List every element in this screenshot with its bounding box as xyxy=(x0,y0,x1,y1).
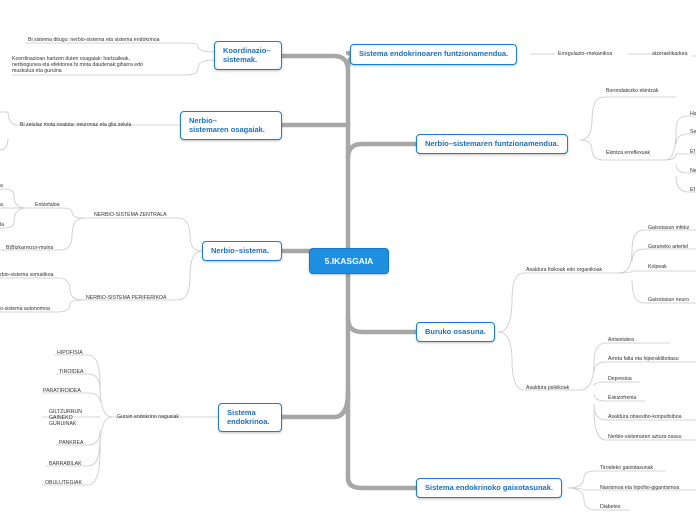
topic-koordinazio-sistemak[interactable]: Koordinazio– sistemak. xyxy=(214,41,282,70)
label-asaldura-psikikoak: Asaldura psikikoak xyxy=(526,385,570,391)
trunk-line xyxy=(345,257,419,491)
link-line xyxy=(664,115,696,161)
label-fisiko-item: Kolpeak xyxy=(648,264,667,270)
link-line xyxy=(56,373,101,391)
label-reflex-child: Se xyxy=(690,129,696,135)
label-gland: OBULUTEGIAK xyxy=(45,480,82,486)
label-borondatezko-ekintzak: Borondatezko ekintzak xyxy=(606,88,659,94)
trunk-line xyxy=(345,315,419,335)
label-psikiko-item: Antsietatea xyxy=(608,337,634,343)
label-somatikoa: rbio-sistema somatikoa xyxy=(0,272,54,278)
trunk-line xyxy=(279,389,351,420)
link-line xyxy=(497,331,580,391)
link-line xyxy=(618,229,696,274)
label-fisiko-item: Gaixotasun neuro xyxy=(648,297,689,303)
label-psikiko-item: Asaldura obsesibo-konpultsiboa xyxy=(608,414,682,420)
link-line xyxy=(0,111,19,151)
label-entzefalo-child: a xyxy=(0,183,3,189)
label-entzefaloa: Entzefaloa xyxy=(35,202,60,208)
link-line xyxy=(56,429,101,446)
link-line xyxy=(593,381,640,387)
link-line xyxy=(675,163,696,174)
label-nerbio-sistema-zentrala: NERBIO-SISTEMA ZENTRALA xyxy=(94,212,167,218)
label-gland: PANKREA xyxy=(59,440,84,446)
link-line xyxy=(567,487,630,511)
link-line xyxy=(579,139,665,161)
label-gland: TIROIDEA xyxy=(59,369,84,375)
label-reflex-child: Ne xyxy=(690,168,696,174)
topic-sistema-endokrinoko-gaixotasunak[interactable]: Sistema endokrinoko gaixotasunak. xyxy=(416,478,562,498)
link-line xyxy=(593,361,696,373)
central-topic[interactable]: 5.IKASGAIA xyxy=(309,248,389,274)
link-line xyxy=(0,217,85,251)
topic-nerbio-sistemaren-osagaiak[interactable]: Nerbio– sistemaren osagaiak. xyxy=(180,111,282,140)
link-line xyxy=(0,299,85,313)
label-gland: GILTZURRUN GAINEKO GURUINAK xyxy=(49,409,83,428)
topic-nerbio-sistema[interactable]: Nerbio–sistema. xyxy=(202,241,282,261)
link-line xyxy=(0,188,27,209)
link-line xyxy=(593,409,696,441)
label-psikiko-item: Depresioa xyxy=(608,376,632,382)
label-gaixotasun-item: Diabetes xyxy=(600,504,621,510)
link-line xyxy=(593,403,696,421)
label-fisiko-item: Gaixotasun infekz xyxy=(648,225,690,231)
link-line xyxy=(631,248,696,263)
label-ekintza-erreflexuak: Ekintza erreflexuak xyxy=(606,150,651,156)
label-gaixotasun-item: Tiroideko gaixotasunak xyxy=(600,465,654,471)
link-line xyxy=(664,153,696,161)
link-line xyxy=(25,42,215,53)
label-gland: PARATIROIDEA xyxy=(43,388,81,394)
label-gland: HIPOFISIA xyxy=(57,350,83,356)
label-asaldura-fisikoak: Asaldura fisikoak edo organikoak xyxy=(526,267,603,273)
link-line xyxy=(84,217,203,252)
label-gaixotasun-item: Nanismoa eta hipofisi-gigantismoa xyxy=(600,485,680,491)
link-line xyxy=(675,133,696,145)
label-reflex-child: Ef xyxy=(690,149,695,155)
label-psikiko-item: Eskizofrenia xyxy=(608,395,637,401)
label-reflex-child: Ef xyxy=(690,187,695,193)
label-nerbio-sistema-periferikoa: NERBIO-SISTEMA PERIFERIKOA xyxy=(86,295,167,301)
link-line xyxy=(579,342,670,391)
link-line xyxy=(42,416,113,486)
link-line xyxy=(618,270,696,274)
label-koordinazio-item: Koordinazioan hartzen duten osagaiak: ha… xyxy=(12,56,143,75)
topic-sistema-endokrinoa[interactable]: Sistema endokrinoa. xyxy=(218,403,282,432)
label-atzeraelikadura: atzeraelikadura xyxy=(652,51,688,57)
topic-sistema-endokrinoaren-funtzionamendua[interactable]: Sistema endokrinoaren funtzionamendua. xyxy=(350,44,518,65)
link-line xyxy=(26,207,85,219)
link-line xyxy=(0,277,85,301)
label-koordinazio-item: Bi sistema ditugu: nerbio-sistema eta si… xyxy=(28,37,160,43)
trunk-line xyxy=(345,141,419,161)
label-bizkarrezur-muina: B)Bizkarrezur-muina xyxy=(6,245,54,251)
link-line xyxy=(54,354,113,418)
label-erregulazio-mekanikoa: Erregulazio–mekanikoa xyxy=(558,51,613,57)
topic-nerbio-sistemaren-funtzionamendua[interactable]: Nerbio–sistemaren funtzionamendua. xyxy=(416,134,568,154)
link-line xyxy=(84,250,203,301)
link-line xyxy=(675,175,696,193)
trunk-line xyxy=(279,53,351,251)
link-line xyxy=(631,279,696,304)
label-entzefalo-child: a xyxy=(0,202,3,208)
link-line xyxy=(42,392,101,403)
link-line xyxy=(567,470,666,489)
topic-buruko-osasuna[interactable]: Buruko osasuna. xyxy=(416,322,495,342)
label-psikiko-item: Arreta falta eta hiperaktibotasu xyxy=(608,356,679,362)
label-guruin-endokrino-nagusiak: Guruin endokrino nagusiak xyxy=(117,414,180,420)
label-entzefalo-child: la xyxy=(0,222,5,228)
link-line xyxy=(593,393,645,402)
link-line xyxy=(530,53,696,57)
link-line xyxy=(0,207,27,229)
link-line xyxy=(579,96,676,141)
label-gland: BARRABILAK xyxy=(49,461,82,467)
label-fisiko-item: Garuneko arteriel xyxy=(648,244,689,250)
link-line xyxy=(12,59,215,76)
label-osagai-item: Bi zelulaz mota osatuta: neuronaz eta gl… xyxy=(20,122,132,128)
label-autonomoa: o-sistema autonomoa xyxy=(0,306,50,312)
label-reflex-child: Ha xyxy=(690,111,696,117)
link-line xyxy=(497,272,619,333)
label-psikiko-item: Nerbio-sistemaren aztura osasu xyxy=(608,434,682,440)
